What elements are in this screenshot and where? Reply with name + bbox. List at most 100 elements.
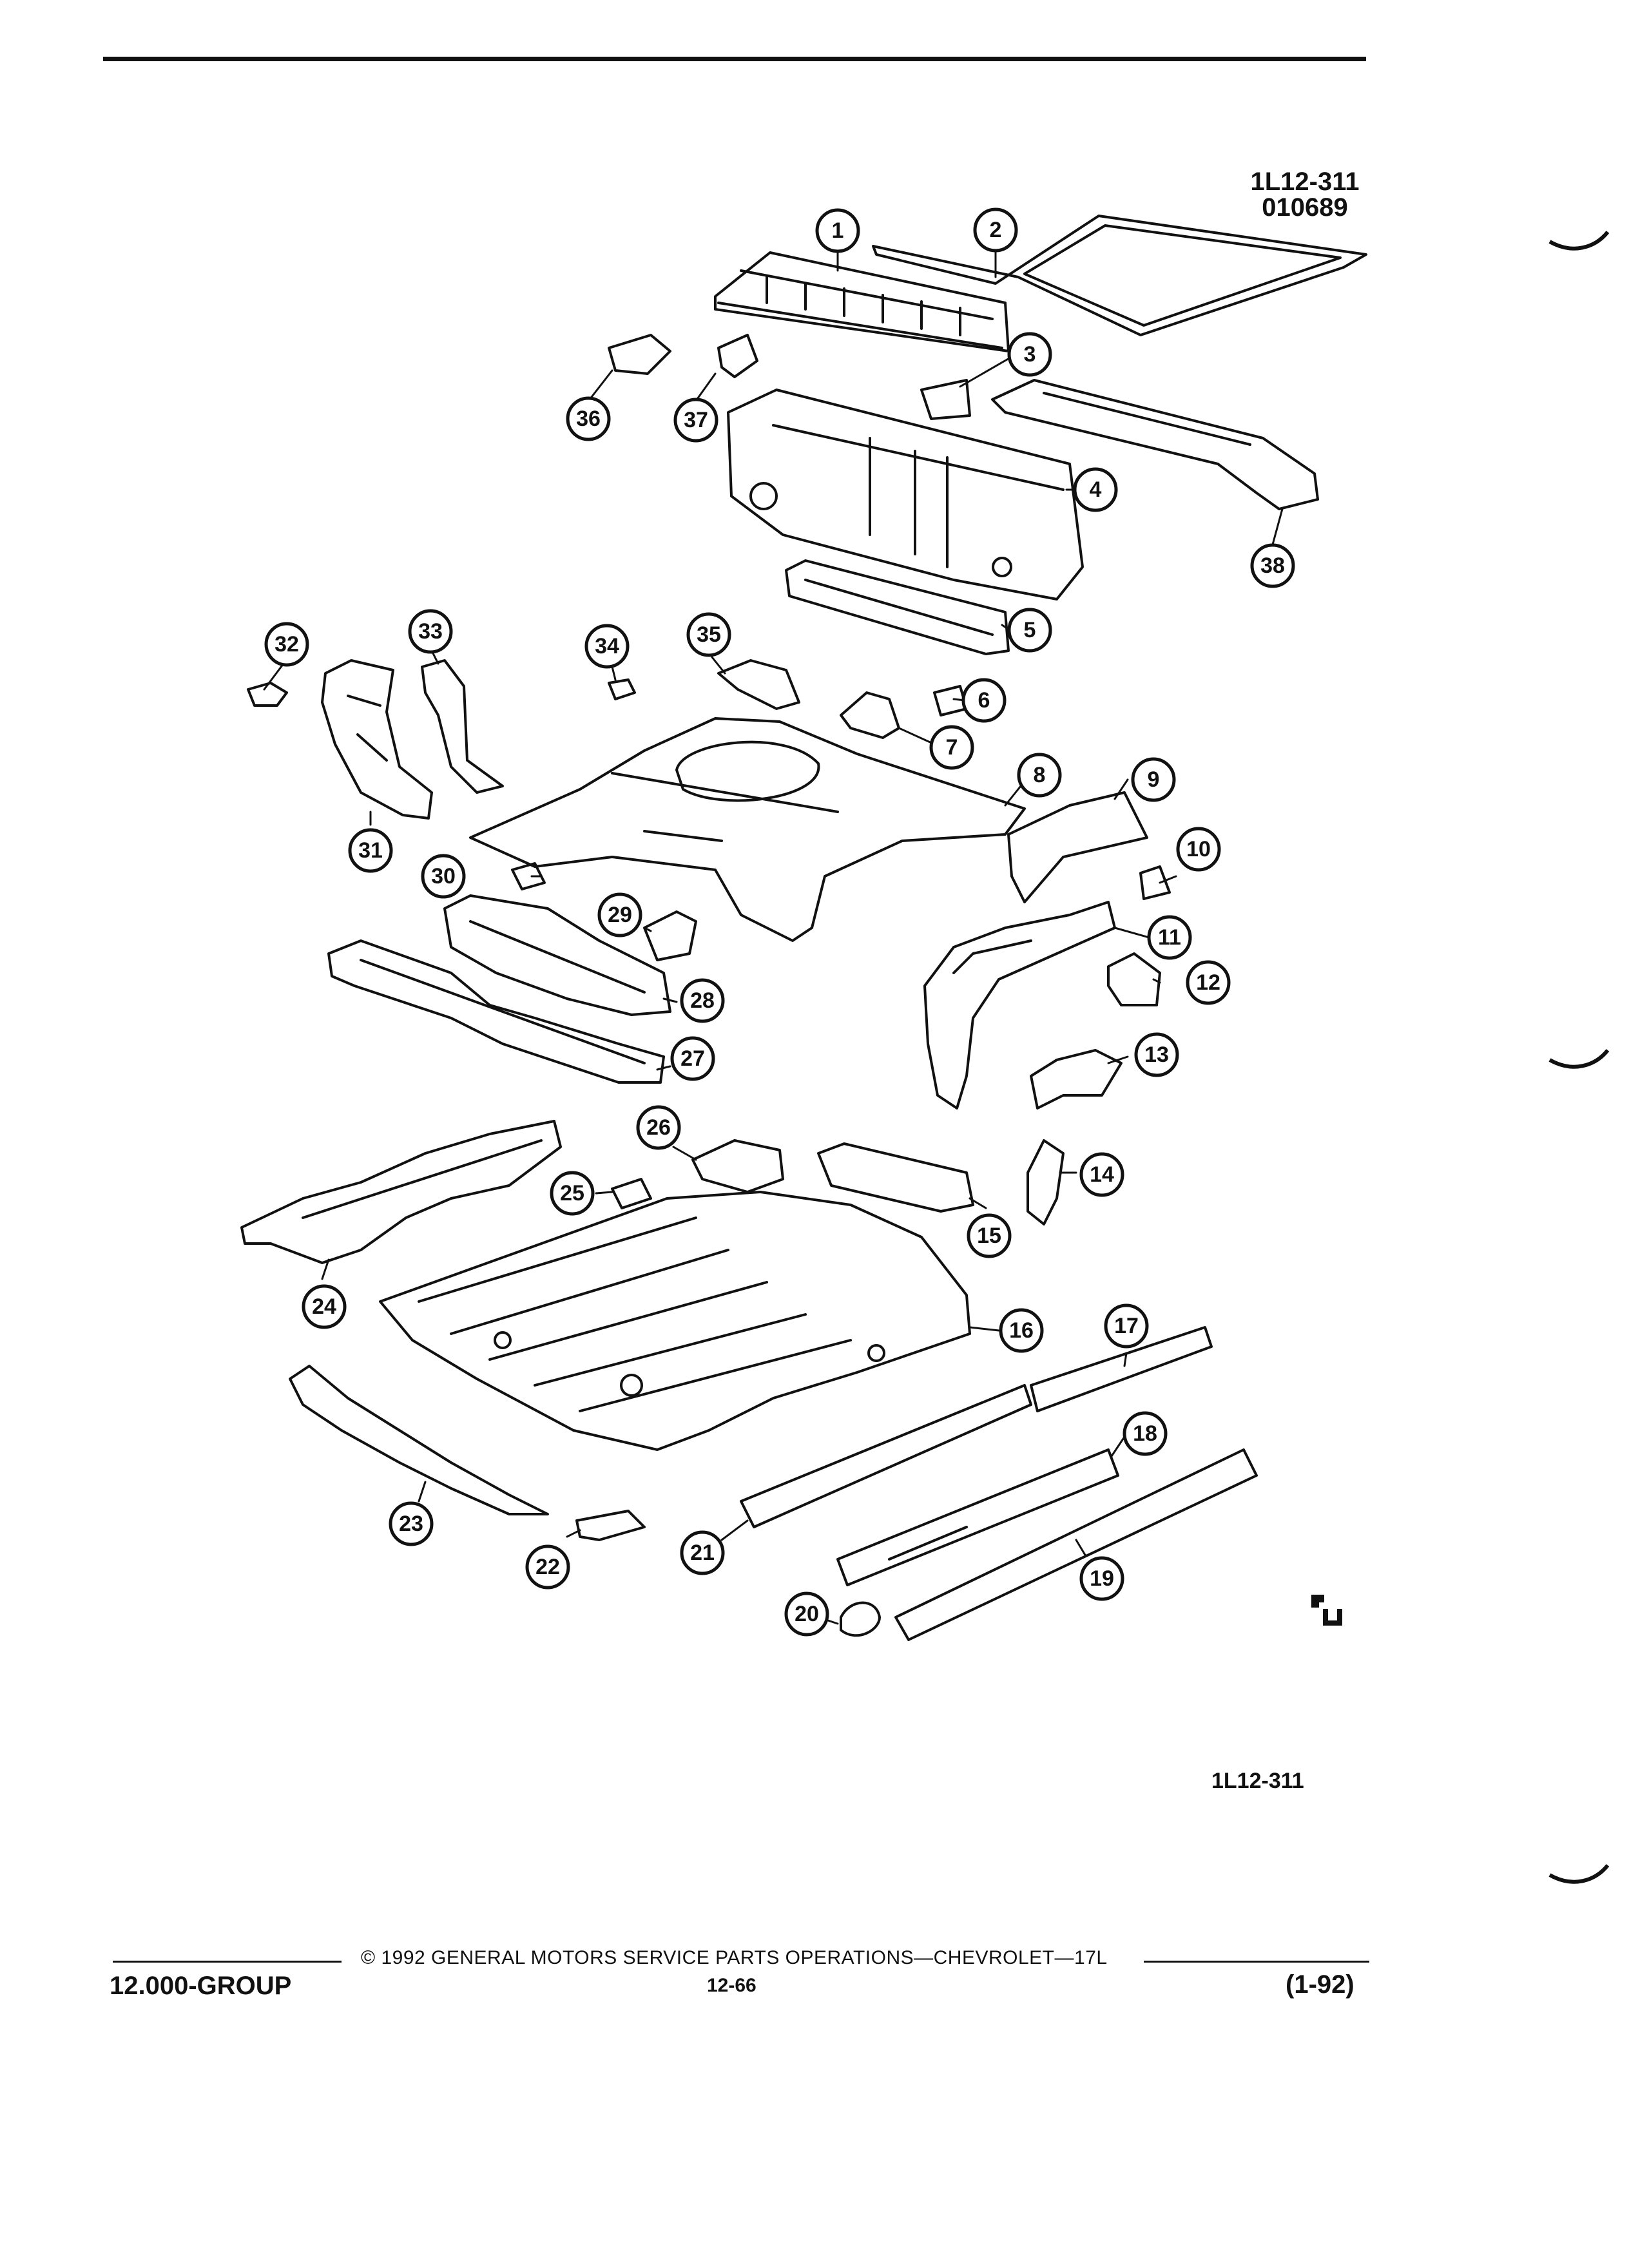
- part-29: [643, 910, 697, 961]
- callout-label: 13: [1144, 1043, 1169, 1067]
- callout-circle-16: [999, 1308, 1044, 1353]
- part-14: [1027, 1139, 1065, 1225]
- callout-label: 24: [312, 1294, 336, 1319]
- callout-label: 35: [697, 622, 721, 647]
- part-23: [289, 1365, 549, 1515]
- callout-label: 22: [535, 1555, 560, 1579]
- part-19: [894, 1448, 1258, 1641]
- callout-circle-27: [670, 1036, 715, 1081]
- callout-circle-30: [421, 854, 466, 899]
- callout-labels: 1 2 3 4 5 6 7 8 9 10 11 12 13 14 15 16 1…: [275, 218, 1285, 1626]
- figure-id-bottom: 1L12-311: [1211, 1769, 1304, 1793]
- callout-label: 28: [690, 988, 715, 1013]
- callout-circle-8: [1017, 753, 1062, 798]
- part-21: [740, 1384, 1032, 1528]
- part-32: [247, 682, 288, 707]
- binding-mark-icon: [1548, 1864, 1610, 1884]
- callout-circle-9: [1131, 757, 1176, 802]
- callout-label: 5: [1024, 618, 1036, 642]
- callout-label: 18: [1133, 1421, 1157, 1446]
- part-10: [1139, 865, 1171, 900]
- figure-id-top: 1L12-311: [1250, 168, 1360, 196]
- part-28: [443, 894, 671, 1016]
- callout-label: 2: [990, 218, 1002, 242]
- part-30: [511, 862, 546, 890]
- callout-label: 32: [275, 632, 299, 657]
- callout-label: 10: [1186, 837, 1211, 861]
- callout-circle-24: [302, 1284, 347, 1329]
- callout-label: 11: [1158, 925, 1181, 950]
- part-3-block: [920, 379, 971, 420]
- footer-rule-left: [113, 1961, 342, 1963]
- callout-label: 12: [1196, 970, 1220, 995]
- callout-circle-32: [264, 622, 309, 667]
- part-22: [575, 1510, 646, 1541]
- callout-circle-10: [1176, 827, 1221, 872]
- callout-label: 31: [358, 838, 383, 863]
- callout-label: 9: [1148, 767, 1160, 792]
- footer-date: (1-92): [1286, 1970, 1354, 1999]
- callout-label: 7: [946, 735, 958, 760]
- callout-circle-3: [1007, 332, 1052, 377]
- part-25: [611, 1178, 652, 1209]
- part-38-rear-rail: [991, 379, 1319, 510]
- copyright-symbol: ©: [361, 1947, 376, 1968]
- part-24: [240, 1120, 562, 1264]
- callout-label: 37: [684, 408, 708, 432]
- callout-circle-18: [1123, 1411, 1168, 1456]
- callout-label: 17: [1114, 1314, 1139, 1338]
- part-26: [691, 1139, 784, 1193]
- callout-circle-35: [686, 612, 731, 657]
- callout-label: 34: [595, 634, 619, 658]
- callout-label: 15: [977, 1224, 1001, 1248]
- binding-mark-icon: [1548, 231, 1610, 251]
- callout-circle-20: [784, 1591, 829, 1637]
- part-5-lower-rail: [785, 559, 1010, 655]
- callout-label: 8: [1034, 763, 1046, 787]
- callout-label: 23: [399, 1512, 423, 1536]
- callout-label: 19: [1090, 1566, 1114, 1591]
- part-20: [840, 1601, 881, 1637]
- copyright-text: 1992 GENERAL MOTORS SERVICE PARTS OPERAT…: [381, 1947, 1108, 1968]
- callout-label: 4: [1090, 477, 1102, 502]
- callout-circle-28: [680, 978, 725, 1023]
- part-8-rear-floor-pan: [469, 717, 1026, 942]
- part-31-pillar: [321, 659, 433, 820]
- callout-label: 21: [690, 1541, 715, 1565]
- callout-label: 6: [978, 688, 990, 713]
- part-15: [817, 1142, 974, 1213]
- part-1-rail: [714, 251, 1010, 352]
- part-37: [717, 334, 758, 378]
- part-9: [1007, 791, 1148, 903]
- publisher-logo-icon: [1311, 1595, 1342, 1626]
- callout-circle-34: [584, 624, 630, 669]
- part-17: [1030, 1326, 1213, 1412]
- callout-circle-1: [815, 208, 860, 253]
- callout-circle-4: [1073, 467, 1118, 512]
- callout-label: 14: [1090, 1162, 1114, 1187]
- callout-circle-23: [389, 1501, 434, 1546]
- part-34: [608, 678, 636, 700]
- footer-group: 12.000-GROUP: [110, 1972, 292, 2000]
- part-36: [608, 334, 671, 375]
- callout-circle-5: [1007, 608, 1052, 653]
- callout-circle-37: [673, 398, 718, 443]
- callout-label: 29: [608, 903, 632, 927]
- callout-circle-31: [348, 828, 393, 873]
- footer-rule-right: [1144, 1961, 1369, 1963]
- callout-circle-25: [550, 1171, 595, 1216]
- callout-circle-17: [1104, 1303, 1149, 1349]
- callout-circle-29: [597, 892, 642, 937]
- binding-mark-icon: [1548, 1049, 1610, 1069]
- part-27-crossmember: [327, 939, 665, 1084]
- callout-circle-11: [1147, 915, 1192, 960]
- callout-label: 36: [576, 407, 601, 431]
- callout-circle-12: [1186, 960, 1231, 1005]
- callout-markers: [264, 207, 1295, 1637]
- figure-code-top: 010689: [1262, 193, 1348, 222]
- callout-circle-6: [961, 678, 1007, 723]
- callout-circle-14: [1079, 1152, 1124, 1197]
- top-rule: [103, 57, 1366, 61]
- footer-copyright: © 1992 GENERAL MOTORS SERVICE PARTS OPER…: [361, 1947, 1108, 1969]
- callout-circle-13: [1134, 1032, 1179, 1077]
